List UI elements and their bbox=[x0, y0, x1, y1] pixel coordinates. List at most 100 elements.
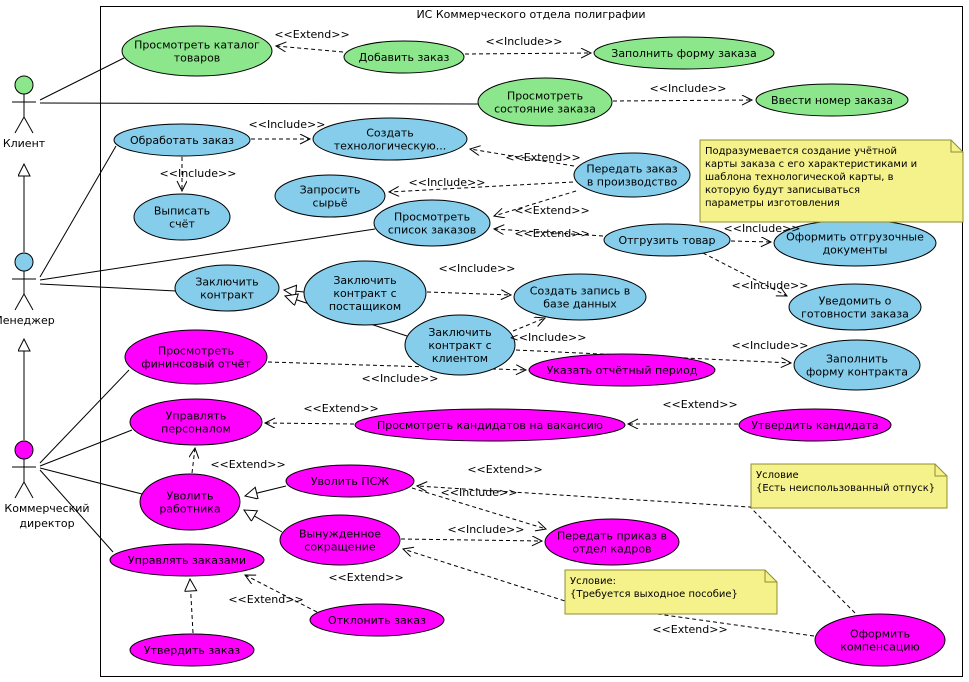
usecase-ellipse-ship-goods[interactable] bbox=[603, 223, 731, 257]
actor-client[interactable]: Клиент bbox=[3, 75, 46, 150]
usecase-dismiss-own-will[interactable]: Уволить ПСЖ bbox=[285, 464, 415, 498]
usecase-ellipse-send-order-to-hr[interactable] bbox=[544, 518, 680, 566]
usecase-label-approve-order: Утвердить заказ bbox=[144, 644, 240, 657]
note-body[interactable] bbox=[699, 139, 964, 223]
stereotype-label: <<Extend>> bbox=[210, 458, 285, 471]
usecase-label-view-candidates: Просмотреть кандидатов на вакансию bbox=[377, 419, 603, 432]
usecase-ellipse-contract-with-client[interactable] bbox=[404, 314, 516, 376]
note-body[interactable] bbox=[750, 463, 948, 509]
usecase-approve-candidate[interactable]: Утвердить кандидата bbox=[738, 408, 892, 442]
usecase-ellipse-view-order-status[interactable] bbox=[477, 77, 613, 127]
usecase-ellipse-transfer-to-production[interactable] bbox=[573, 152, 691, 198]
usecase-enter-order-number[interactable]: Ввести номер заказа bbox=[755, 83, 909, 117]
note-severance-note[interactable]: Условие:{Требуется выходное пособие} bbox=[564, 569, 778, 615]
note-unused-vacation-note[interactable]: Условие{Есть неиспользованный отпуск} bbox=[750, 463, 948, 509]
usecase-ellipse-view-order-list[interactable] bbox=[373, 199, 491, 247]
usecase-ellipse-conclude-contract[interactable] bbox=[174, 264, 280, 312]
edge-assoc-director-financial bbox=[39, 369, 130, 464]
usecase-ellipse-specify-report-period[interactable] bbox=[528, 353, 716, 387]
usecase-ellipse-view-candidates[interactable] bbox=[354, 408, 626, 442]
stereotype-label: <<Include>> bbox=[448, 523, 525, 536]
edge-gen-reduction-dismiss bbox=[244, 510, 283, 533]
actor-label-client: Клиент bbox=[3, 137, 46, 150]
usecase-ellipse-contract-with-supplier[interactable] bbox=[303, 260, 427, 326]
usecase-ellipse-enter-order-number[interactable] bbox=[755, 83, 909, 117]
usecase-label-specify-report-period: Указать отчётный период bbox=[547, 364, 698, 377]
usecase-ellipse-view-catalog[interactable] bbox=[121, 25, 273, 77]
stereotype-label: <<Include>> bbox=[510, 331, 587, 344]
usecase-fill-order-form[interactable]: Заполнить форму заказа bbox=[593, 36, 775, 70]
usecase-ellipse-fill-contract-form[interactable] bbox=[793, 339, 921, 391]
usecase-ellipse-process-order[interactable] bbox=[113, 123, 251, 157]
usecase-label-add-order: Добавить заказ bbox=[359, 51, 450, 64]
actor-leg-right-icon bbox=[23, 481, 34, 499]
usecase-ellipse-approve-candidate[interactable] bbox=[738, 408, 892, 442]
usecase-ellipse-view-financial-report[interactable] bbox=[124, 329, 268, 385]
edge-include-clientcontract-form bbox=[515, 349, 791, 363]
edge-extend-production-orderlist bbox=[494, 190, 577, 216]
edge-extend-add-order-catalog bbox=[276, 46, 344, 53]
usecase-ellipse-forced-reduction[interactable] bbox=[279, 514, 401, 566]
note-text: Условие{Есть неиспользованный отпуск} bbox=[756, 470, 935, 494]
usecase-ellipse-add-order[interactable] bbox=[343, 40, 465, 74]
edge-include-financial-period bbox=[267, 361, 526, 370]
actor-leg-right-icon bbox=[23, 116, 34, 134]
stereotype-label: <<Extend>> bbox=[228, 593, 303, 606]
usecase-ellipse-fill-order-form[interactable] bbox=[593, 36, 775, 70]
usecase-ellipse-process-compensation[interactable] bbox=[814, 613, 946, 667]
usecase-ellipse-issue-invoice[interactable] bbox=[133, 193, 231, 241]
note-body[interactable] bbox=[564, 569, 778, 615]
usecase-ellipse-create-db-record[interactable] bbox=[513, 273, 647, 321]
usecase-ellipse-notify-order-ready[interactable] bbox=[788, 283, 922, 331]
edge-gen-supplier-contract bbox=[284, 290, 305, 292]
usecase-ellipse-dismiss-own-will[interactable] bbox=[285, 464, 415, 498]
edge-assoc-manager-contract bbox=[39, 283, 177, 292]
actor-leg-left-icon bbox=[14, 481, 25, 499]
usecase-approve-order[interactable]: Утвердить заказ bbox=[129, 633, 255, 667]
usecase-manage-orders[interactable]: Управлять заказами bbox=[109, 543, 265, 577]
usecase-ship-goods[interactable]: Отгрузить товар bbox=[603, 223, 731, 257]
usecase-ellipse-dismiss-employee[interactable] bbox=[139, 473, 241, 531]
usecase-ellipse-approve-order[interactable] bbox=[129, 633, 255, 667]
usecase-ellipse-manage-personnel[interactable] bbox=[129, 398, 263, 446]
actor-manager[interactable]: Менеджер bbox=[0, 252, 55, 327]
usecase-ellipse-create-tech-card[interactable] bbox=[312, 117, 468, 161]
usecase-reject-order[interactable]: Отклонить заказ bbox=[309, 603, 445, 637]
usecase-ellipse-manage-orders[interactable] bbox=[109, 543, 265, 577]
usecase-ellipse-request-raw-materials[interactable] bbox=[274, 174, 386, 218]
usecase-process-order[interactable]: Обработать заказ bbox=[113, 123, 251, 157]
usecase-specify-report-period[interactable]: Указать отчётный период bbox=[528, 353, 716, 387]
usecase-ellipse-reject-order[interactable] bbox=[309, 603, 445, 637]
usecase-view-candidates[interactable]: Просмотреть кандидатов на вакансию bbox=[354, 408, 626, 442]
usecase-add-order[interactable]: Добавить заказ bbox=[343, 40, 465, 74]
